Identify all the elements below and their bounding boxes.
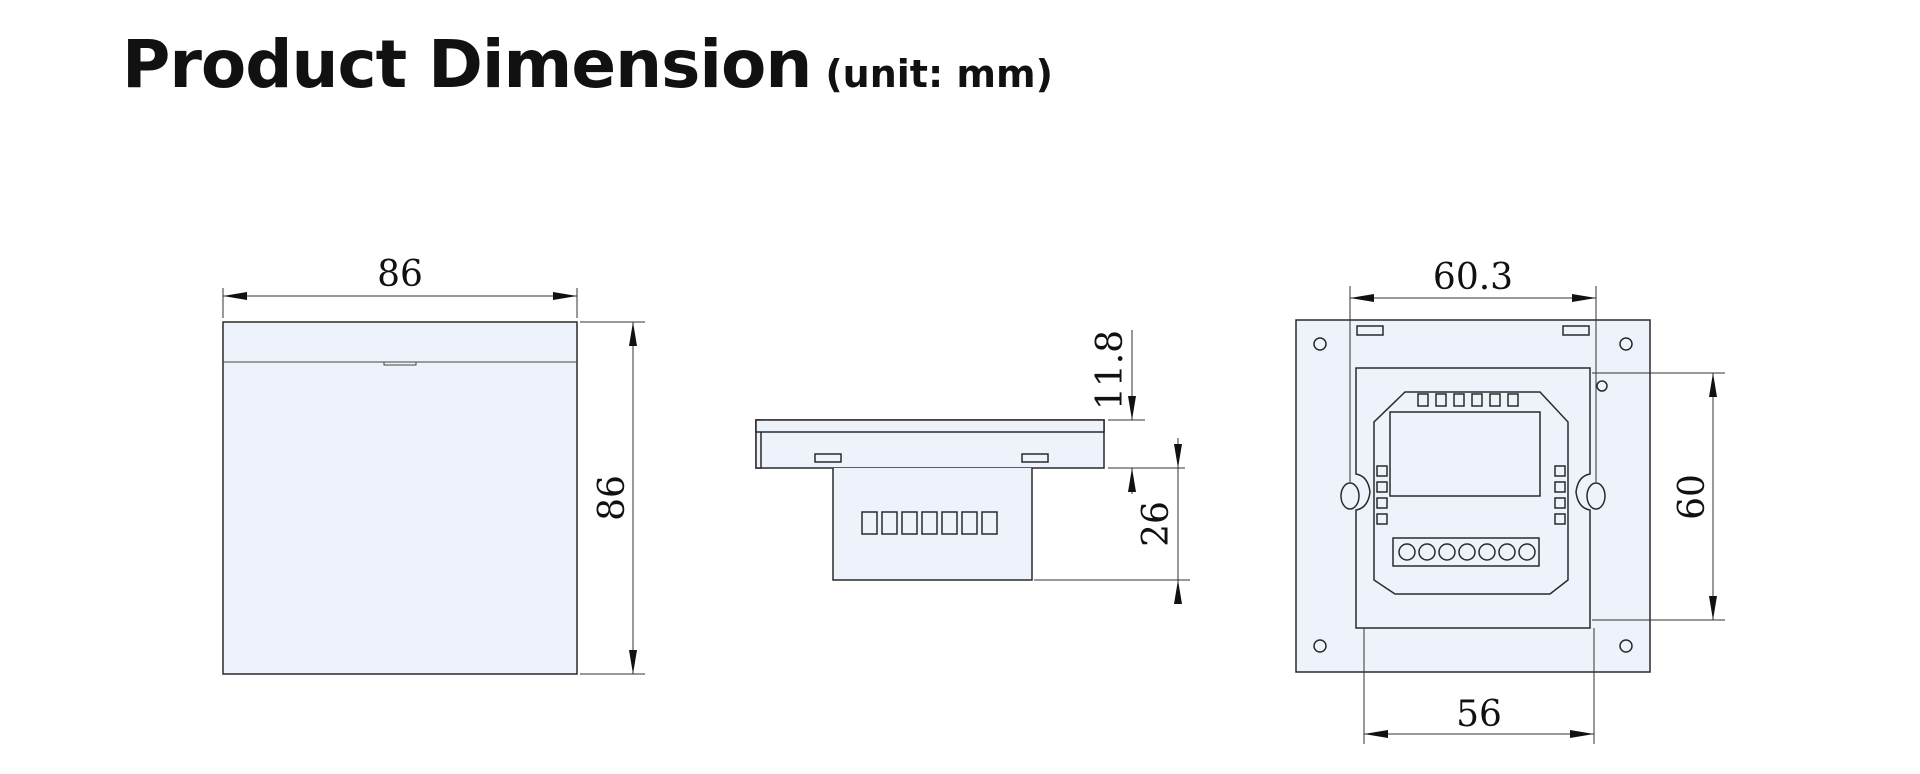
corner-hole-tr — [1619, 337, 1633, 351]
side-clip-right — [1021, 453, 1049, 463]
front-view: 86 86 — [222, 254, 645, 675]
front-panel — [222, 321, 578, 675]
corner-hole-br — [1619, 639, 1633, 653]
corner-hole-tl — [1313, 337, 1327, 351]
top-clip-right — [1562, 325, 1590, 336]
mounting-frame — [1355, 367, 1591, 629]
side-front-panel — [755, 419, 1105, 433]
side-depth-dimension: 26 — [1034, 438, 1190, 604]
hole-spacing-label: 60.3 — [1433, 257, 1513, 298]
small-hole — [1596, 380, 1608, 392]
screw-slot-right — [1586, 482, 1606, 510]
back-height-dimension: 60 — [1592, 372, 1725, 621]
back-hole-spacing-dimension: 60.3 — [1349, 257, 1597, 482]
page-title: Product Dimension (unit: mm) — [122, 26, 1053, 103]
front-width-dimension: 86 — [222, 254, 578, 318]
side-body — [832, 468, 1033, 581]
unit-label: (unit: mm) — [825, 52, 1053, 96]
title-text: Product Dimension — [122, 26, 812, 103]
plate-height-label: 60 — [1672, 474, 1713, 520]
module-outline — [1373, 391, 1569, 595]
left-pins — [1376, 465, 1388, 525]
top-pins — [1417, 393, 1519, 407]
back-width-dimension: 56 — [1363, 628, 1595, 744]
side-panel-dimension: 11.8 — [1090, 330, 1185, 494]
screw-slot-left — [1340, 482, 1360, 510]
front-height-label: 86 — [592, 475, 633, 521]
terminal-block — [1392, 537, 1540, 567]
side-depth-label: 26 — [1136, 501, 1177, 547]
module-display — [1389, 411, 1541, 497]
side-terminals — [861, 511, 998, 535]
back-view: 60.3 60 56 — [1295, 257, 1725, 744]
plate-width-label: 56 — [1456, 694, 1502, 735]
corner-hole-bl — [1313, 639, 1327, 653]
terminal-screws — [1398, 543, 1536, 561]
front-height-dimension: 86 — [580, 321, 645, 675]
side-panel-thickness-label: 11.8 — [1090, 330, 1131, 410]
right-pins — [1554, 465, 1566, 525]
side-view: 11.8 26 — [755, 330, 1190, 604]
front-panel-notch — [383, 361, 417, 366]
top-clip-left — [1356, 325, 1384, 336]
side-clip-left — [814, 453, 842, 463]
front-width-label: 86 — [377, 254, 423, 295]
